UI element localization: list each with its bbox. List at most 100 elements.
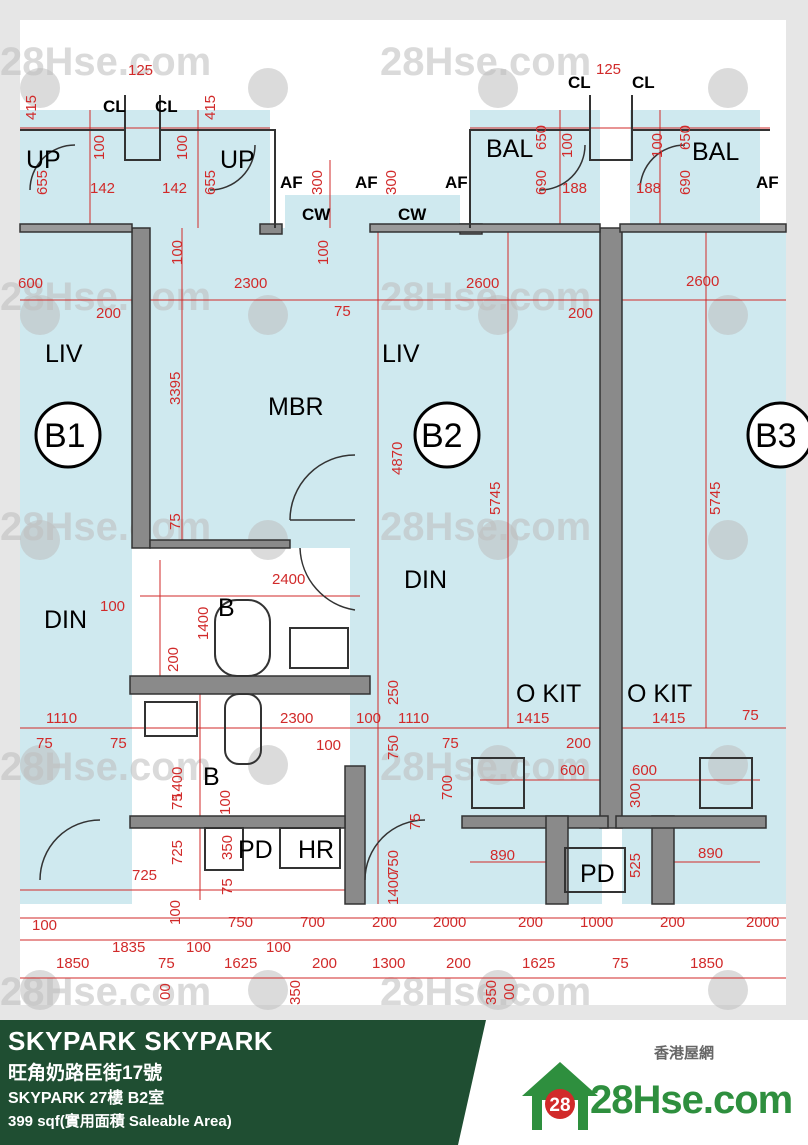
svg-text:100: 100 (356, 710, 381, 727)
watermark-layer: 28Hse.com 28Hse.com 28Hse.com 28Hse.com … (0, 40, 748, 1014)
svg-text:75: 75 (219, 878, 236, 895)
walls (19, 223, 787, 905)
label-cw-2: CW (398, 205, 427, 224)
property-title: SKYPARK SKYPARK (8, 1026, 274, 1056)
svg-text:1110: 1110 (46, 710, 77, 727)
svg-text:200: 200 (372, 914, 397, 931)
svg-text:2000: 2000 (746, 914, 779, 931)
room-kit-b3: O KIT (627, 680, 692, 708)
brand-logo-text: 28Hse.com (590, 1078, 793, 1122)
svg-text:200: 200 (518, 914, 543, 931)
svg-text:100: 100 (91, 135, 108, 160)
svg-text:75: 75 (169, 793, 186, 810)
house-logo-icon: 28 (522, 1062, 598, 1130)
svg-text:75: 75 (334, 303, 351, 320)
svg-text:1110: 1110 (398, 710, 429, 727)
svg-text:350: 350 (483, 980, 500, 1005)
svg-text:200: 200 (96, 305, 121, 322)
room-bath-lower: B (203, 763, 220, 791)
label-cl-4: CL (632, 73, 655, 92)
svg-text:300: 300 (627, 783, 644, 808)
svg-text:75: 75 (442, 735, 459, 752)
footer-panel (0, 1020, 486, 1145)
svg-text:2600: 2600 (466, 275, 499, 292)
label-cl-3: CL (568, 73, 591, 92)
svg-text:100: 100 (32, 917, 57, 934)
property-area: 399 sqf(實用面積 Saleable Area) (8, 1113, 232, 1130)
svg-text:188: 188 (562, 180, 587, 197)
label-af-3: AF (445, 173, 468, 192)
brand-name-chinese: 香港屋網 (654, 1045, 715, 1062)
svg-text:300: 300 (309, 170, 326, 195)
svg-text:1000: 1000 (580, 914, 613, 931)
room-din-b2: DIN (404, 566, 447, 594)
svg-text:100: 100 (649, 133, 666, 158)
listing-footer: SKYPARK SKYPARK 旺角奶路臣街17號 SKYPARK 27樓 B2… (0, 1020, 808, 1145)
svg-text:3395: 3395 (167, 372, 184, 405)
room-bal-left: BAL (486, 135, 533, 163)
svg-text:655: 655 (34, 170, 51, 195)
svg-text:700: 700 (300, 914, 325, 931)
svg-text:75: 75 (110, 735, 127, 752)
svg-text:890: 890 (490, 847, 515, 864)
svg-text:2400: 2400 (272, 571, 305, 588)
svg-text:725: 725 (169, 840, 186, 865)
svg-text:350: 350 (287, 980, 304, 1005)
svg-text:75: 75 (36, 735, 53, 752)
svg-text:100: 100 (167, 900, 184, 925)
svg-text:125: 125 (128, 62, 153, 79)
svg-text:750: 750 (228, 914, 253, 931)
svg-text:1415: 1415 (652, 710, 685, 727)
svg-text:415: 415 (202, 95, 219, 120)
svg-text:200: 200 (566, 735, 591, 752)
svg-text:125: 125 (596, 61, 621, 78)
room-pd-right: PD (580, 860, 615, 888)
svg-text:690: 690 (533, 170, 550, 195)
svg-text:690: 690 (677, 170, 694, 195)
svg-text:00: 00 (157, 983, 174, 1000)
svg-text:600: 600 (632, 762, 657, 779)
floor-plan: 28Hse.com 28Hse.com 28Hse.com 28Hse.com … (0, 0, 808, 1020)
room-liv-b2: LIV (382, 340, 420, 368)
svg-text:1400: 1400 (385, 872, 402, 905)
svg-text:100: 100 (266, 939, 291, 956)
svg-text:655: 655 (202, 170, 219, 195)
label-cl-1: CL (103, 97, 126, 116)
svg-text:100: 100 (174, 135, 191, 160)
svg-text:100: 100 (316, 737, 341, 754)
svg-text:1300: 1300 (372, 955, 405, 972)
room-hr: HR (298, 836, 334, 864)
svg-text:1400: 1400 (169, 767, 186, 800)
room-kit-b2: O KIT (516, 680, 581, 708)
room-up-left: UP (26, 146, 61, 174)
svg-text:890: 890 (698, 845, 723, 862)
label-af-4: AF (756, 173, 779, 192)
svg-text:100: 100 (559, 133, 576, 158)
unit-b2-label: B2 (421, 417, 463, 455)
label-cw-1: CW (302, 205, 331, 224)
svg-text:75: 75 (167, 513, 184, 530)
svg-text:5745: 5745 (707, 482, 724, 515)
svg-text:1835: 1835 (112, 939, 145, 956)
property-address: 旺角奶路臣街17號 (8, 1063, 163, 1084)
svg-text:200: 200 (165, 647, 182, 672)
svg-text:4870: 4870 (389, 442, 406, 475)
svg-text:650: 650 (533, 125, 550, 150)
svg-text:100: 100 (100, 598, 125, 615)
svg-text:415: 415 (23, 95, 40, 120)
svg-text:75: 75 (742, 707, 759, 724)
label-cl-2: CL (155, 97, 178, 116)
svg-text:100: 100 (169, 240, 186, 265)
svg-text:750: 750 (385, 735, 402, 760)
svg-text:2600: 2600 (686, 273, 719, 290)
svg-text:100: 100 (315, 240, 332, 265)
room-bal-right: BAL (692, 138, 739, 166)
svg-text:100: 100 (217, 790, 234, 815)
svg-text:1400: 1400 (195, 607, 212, 640)
svg-text:142: 142 (162, 180, 187, 197)
dimension-lines (20, 110, 786, 979)
svg-text:600: 600 (18, 275, 43, 292)
unit-b1-label: B1 (44, 417, 86, 455)
svg-text:200: 200 (312, 955, 337, 972)
svg-text:650: 650 (677, 125, 694, 150)
